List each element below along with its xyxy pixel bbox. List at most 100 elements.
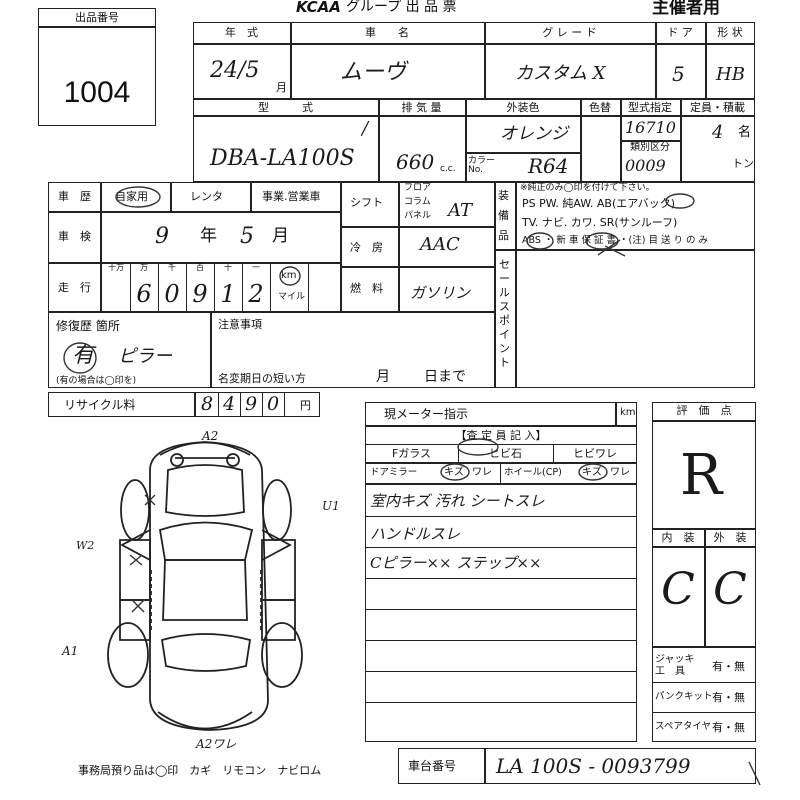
equipment-note: ※純正のみ◯印を付けて下さい。 (520, 183, 655, 193)
inspector-mirror-scratch: キズ (444, 467, 464, 478)
color-eq-label: 色替 (589, 101, 611, 114)
name-change-day: 日まで (424, 369, 466, 385)
spare-label: スペアタイヤ (655, 721, 712, 732)
inspector-fglass: Fガラス (391, 447, 432, 460)
model-designation-label: 型式指定 (628, 101, 672, 114)
chassis-label: 車台番号 (408, 759, 457, 773)
year-label: 年 式 (225, 26, 258, 39)
category-label: 類別区分 (630, 142, 670, 153)
mileage-digit-10: 1 (220, 280, 236, 308)
displacement-unit: c.c. (440, 164, 456, 174)
digit-header-100: 百 (196, 263, 204, 272)
office-text: 事務局預り品は◯印 カギ リモコン ナビロム (78, 764, 322, 777)
capacity-unit: 名 (738, 125, 752, 140)
capacity-value: 4 (712, 122, 724, 143)
sales-point-block (495, 250, 755, 388)
shift-label: シフト (350, 196, 383, 209)
diagram-mark-u1: U1 (322, 499, 340, 513)
recycle-digit-3: 9 (244, 393, 258, 415)
door-value: 5 (672, 62, 685, 86)
remark-line-3: Cピラー×× ステップ×× (370, 554, 542, 572)
repair-note: (有の場合は◯印を) (56, 376, 137, 386)
fuel-label: 燃 料 (350, 282, 383, 295)
sales-point-label: セールスポイント (499, 258, 510, 369)
group-title: グループ 出 品 票 (346, 0, 457, 15)
type-value: DBA-LA100S (210, 146, 355, 171)
diagram-mark-w2: W2 (76, 539, 95, 552)
exterior-value: C (713, 564, 747, 615)
door-label: ド ア (667, 26, 693, 39)
jack-value: 有・無 (712, 660, 745, 673)
inspector-door-mirror: ドアミラー (370, 467, 418, 478)
shape-value: HB (716, 64, 745, 85)
shape-label: 形 状 (717, 26, 743, 39)
chassis-value: LA 100S - 0093799 (496, 754, 691, 778)
meter-unit: km (620, 407, 636, 418)
displacement-value: 660 (396, 150, 435, 174)
history-option-business: 事業.営業車 (262, 190, 321, 203)
color-value: オレンジ (500, 124, 568, 144)
shift-option-panel: パネル (404, 211, 432, 221)
displacement-label: 排 気 量 (401, 101, 442, 114)
interior-label: 内 装 (661, 531, 695, 544)
remark-line-2: ハンドルスレ (370, 525, 461, 543)
remark-line-1: 室内キズ 汚れ シートスレ (370, 492, 545, 510)
digit-header-10: 十 (224, 263, 232, 272)
recycle-digit-4: 0 (266, 393, 280, 415)
mileage-unit-mile: マイル (278, 292, 306, 302)
color-no-value: R64 (528, 154, 569, 178)
shaken-label: 車 検 (58, 230, 91, 243)
lot-box (38, 8, 156, 126)
mileage-digit-1k: 0 (164, 280, 180, 308)
type-mark: / (362, 118, 369, 139)
color-label: 外装色 (506, 101, 540, 114)
interior-value: C (661, 564, 695, 615)
recycle-label: リサイクル料 (64, 398, 136, 412)
equipment-line-1: PS PW. 純AW. AB(エアバック) (522, 197, 676, 210)
name-change-month: 月 (376, 369, 390, 385)
inspector-label: 【査 定 員 記 入】 (455, 429, 547, 442)
score-value: R (680, 443, 723, 508)
puncture-label: パンクキット (655, 691, 713, 702)
name-label: 車 名 (365, 26, 409, 39)
shaken-year: 9 (155, 224, 169, 249)
history-block (48, 182, 341, 312)
mileage-digit-1: 2 (248, 280, 264, 308)
puncture-value: 有・無 (712, 691, 745, 704)
spec-block (341, 182, 495, 312)
equipment-line-3: ABS ・ 新 車 保 証 書 ・(注) 目 送 り の み (522, 235, 709, 246)
recycle-digit-1: 8 (200, 393, 214, 415)
name-value: ムーヴ (340, 60, 407, 85)
inspector-crack: ヒビワレ (573, 447, 617, 460)
score-label: 評 価 点 (676, 404, 732, 417)
repair-block (48, 312, 495, 388)
year-value: 24/5 (210, 58, 260, 83)
digit-header-1k: 千 (168, 263, 176, 272)
aircon-value: AAC (420, 234, 460, 255)
grade-label: グ レ ー ド (542, 26, 597, 39)
repair-label: 修復歴 箇所 (56, 319, 120, 333)
load-unit: トン (732, 157, 754, 170)
recycle-block (48, 392, 320, 417)
inspector-wheel-scratch: キズ (582, 467, 602, 478)
diagram-mark-a2-crack: A2ワレ (196, 737, 237, 751)
lot-number: 1004 (63, 76, 131, 109)
shaken-month: 5 (240, 224, 254, 249)
inspector-wheel: ホイール(CP) (504, 467, 562, 478)
mileage-label: 走 行 (58, 281, 91, 294)
meter-label: 現メーター指示 (384, 407, 469, 421)
notes-label: 注意事項 (218, 318, 262, 331)
aircon-label: 冷 房 (350, 241, 383, 254)
recycle-digit-2: 4 (222, 393, 236, 415)
chassis-block (398, 748, 756, 784)
grade-value: カスタム X (515, 63, 606, 84)
inspector-mirror-crack: ワレ (472, 467, 492, 478)
score-block (652, 402, 756, 742)
mileage-unit-km: km (281, 270, 297, 281)
history-option-private: 自家用 (115, 190, 148, 203)
fuel-value: ガソリン (410, 284, 471, 302)
inspector-wheel-crack: ワレ (610, 467, 630, 478)
month-suffix: 月 (276, 81, 287, 94)
recycle-unit: 円 (300, 399, 311, 412)
repair-detail: ピラー (118, 346, 172, 367)
